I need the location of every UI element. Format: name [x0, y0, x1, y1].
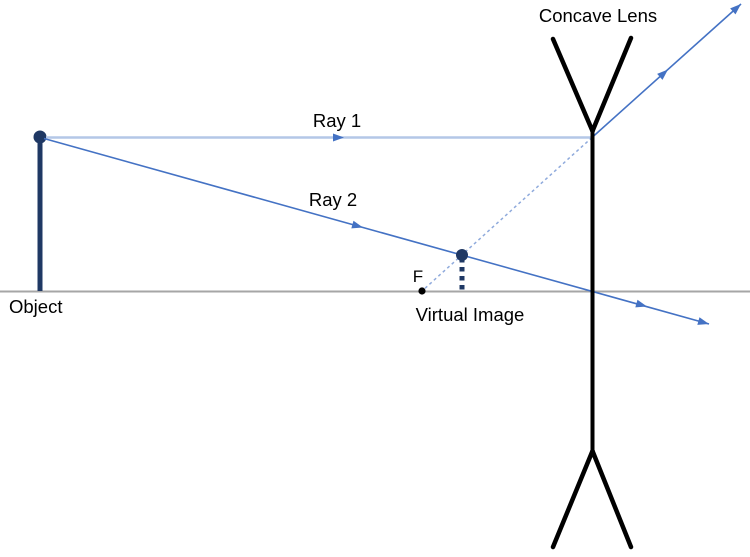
virtual-ray-extension-dashed — [421, 136, 593, 292]
lens-top-left-arm — [550, 36, 595, 134]
object-label: Object — [9, 296, 62, 317]
object-tip-dot — [33, 130, 47, 144]
lens-bottom-left-arm — [550, 448, 595, 550]
concave-lens-label: Concave Lens — [539, 5, 657, 26]
ray1-incident-arrowhead — [333, 133, 344, 142]
virtual-image-tip-dot — [456, 249, 468, 261]
ray1-refracted-mid-arrowhead — [657, 69, 668, 80]
ray2-line — [43, 137, 710, 325]
ray2-tip-arrowhead — [697, 317, 709, 325]
ray1-refracted-tip-arrowhead — [730, 4, 741, 15]
ray2-label: Ray 2 — [309, 189, 357, 210]
lens-bottom-right-arm — [590, 448, 634, 550]
ray2-post-lens-arrowhead — [635, 299, 647, 308]
virtual-image-label: Virtual Image — [416, 304, 525, 325]
focal-point-dot — [418, 287, 426, 295]
lens-top-right-arm — [590, 35, 634, 134]
ray1-label: Ray 1 — [313, 110, 361, 131]
ray2-mid-arrowhead — [351, 220, 363, 229]
focal-point-label: F — [413, 267, 423, 286]
